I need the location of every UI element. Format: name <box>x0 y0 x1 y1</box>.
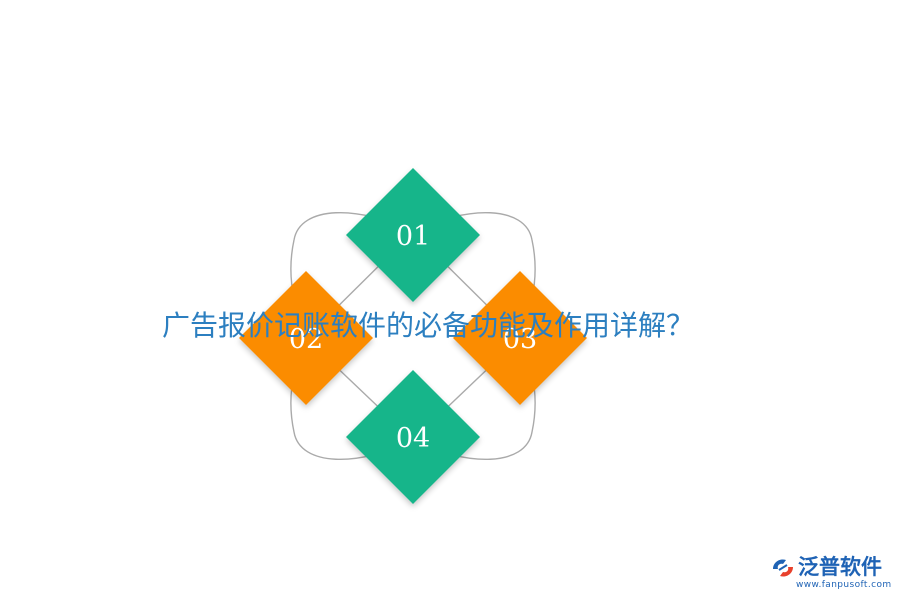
diamond-01: 01 <box>346 168 480 302</box>
diamond-03: 03 <box>453 271 587 405</box>
diamond-02: 02 <box>239 271 373 405</box>
brand-logo: 泛普软件 www.fanpusoft.com <box>768 554 892 594</box>
ring-curves <box>290 211 536 461</box>
diamond-04: 04 <box>346 370 480 504</box>
diamond-label: 04 <box>396 423 430 454</box>
diamond-shape <box>453 271 587 405</box>
diamond-shape <box>346 168 480 302</box>
connector-ring <box>290 211 536 461</box>
diamond-shape <box>346 370 480 504</box>
diamond-label: 03 <box>503 324 537 355</box>
page-title: 广告报价记账软件的必备功能及作用详解？ <box>161 309 694 342</box>
diamond-label: 02 <box>289 324 323 355</box>
fanpu-logo-icon <box>773 559 793 577</box>
diamond-group: 01 02 03 04 <box>239 168 587 504</box>
logo-name: 泛普软件 <box>798 555 882 579</box>
diamond-label: 01 <box>396 221 430 252</box>
logo-url: www.fanpusoft.com <box>796 580 892 590</box>
diamond-shape <box>239 271 373 405</box>
